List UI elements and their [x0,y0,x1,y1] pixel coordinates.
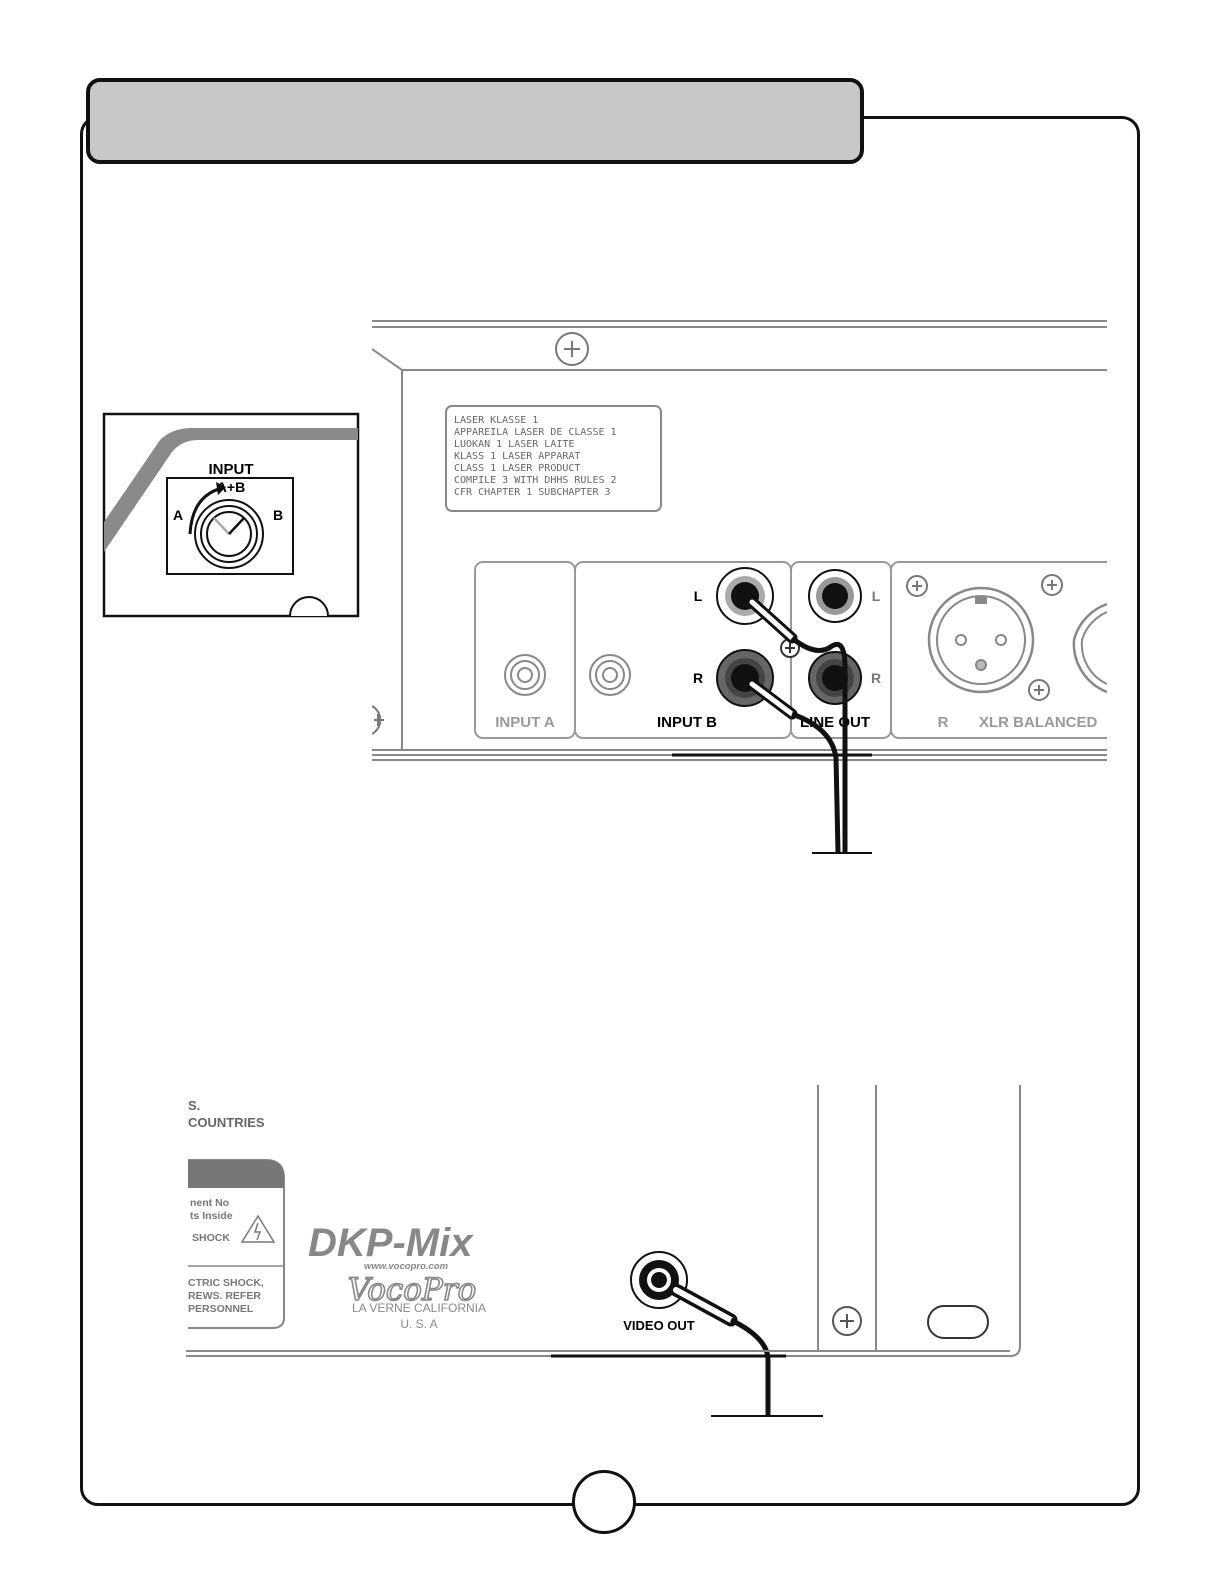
rear-panel-lower: S. COUNTRIES nent No ts Inside SHOCK CTR… [186,1085,1021,1417]
laser-line: LASER KLASSE 1 [454,415,538,426]
laser-line: COMPILE 3 WITH DHHS RULES 2 [454,475,617,486]
input-b-right-label: R [693,670,703,686]
screw-icon [832,1306,862,1336]
screw-icon [906,575,928,597]
rear-panel-upper: LASER KLASSE 1 APPAREILA LASER DE CLASSE… [372,320,1107,854]
video-out-jack-icon [630,1251,688,1309]
video-out-label: VIDEO OUT [623,1318,695,1333]
laser-line: LUOKAN 1 LASER LAITE [454,439,574,450]
shock-hazard-icon [240,1214,276,1243]
video-cable-icon [669,1283,823,1417]
screw-icon [1028,679,1050,701]
warning-text: SHOCK [192,1232,230,1244]
panel-text-countries: COUNTRIES [188,1115,265,1130]
xlr-balanced-label: XLR BALANCED [979,714,1097,731]
input-b-aux-jack-icon [589,654,631,696]
country-text: U. S. A [400,1317,437,1331]
screw-icon [780,638,800,658]
laser-line: CFR CHAPTER 1 SUBCHAPTER 3 [454,487,611,498]
laser-line: CLASS 1 LASER PRODUCT [454,463,580,474]
page-number-badge [572,1470,636,1534]
input-b-left-label: L [694,588,703,604]
line-out-left-jack-icon [808,569,862,623]
section-header-tab [86,78,864,164]
input-a-label: INPUT A [495,714,555,731]
warning-text: nent No [190,1197,229,1209]
line-out-right-jack-icon [808,651,862,705]
vent-slot [927,1305,989,1339]
screw-icon [555,332,589,366]
input-selector-inset: INPUT A+B A B [102,412,360,618]
mode-a-label: A [173,507,183,523]
xlr-r-label: R [938,714,949,731]
screw-icon [372,705,384,735]
laser-line: APPAREILA LASER DE CLASSE 1 [454,427,617,438]
warning-text: CTRIC SHOCK, [188,1277,264,1289]
input-b-label: INPUT B [657,714,717,731]
mode-ab-label: A+B [217,479,245,495]
line-out-right-label: R [871,670,881,686]
warning-text: REWS. REFER [188,1290,261,1302]
xlr-connector-icon [927,586,1035,694]
input-a-jack-icon [504,654,546,696]
location-text: LA VERNE CALIFORNIA [352,1301,486,1315]
website-url: www.vocopro.com [364,1261,449,1272]
brand-logo: VocoPro [348,1272,477,1308]
audio-cable-icon [746,596,872,854]
line-out-left-label: L [872,588,881,604]
screw-icon [1041,574,1063,596]
warning-text: ts Inside [190,1210,233,1222]
model-name: DKP-Mix [308,1221,474,1265]
mode-b-label: B [273,507,283,523]
input-selector-title: INPUT [209,461,254,478]
panel-text-s: S. [188,1098,200,1113]
laser-warning-label [445,405,662,512]
warning-text: PERSONNEL [188,1303,254,1315]
laser-line: KLASS 1 LASER APPARAT [454,451,580,462]
